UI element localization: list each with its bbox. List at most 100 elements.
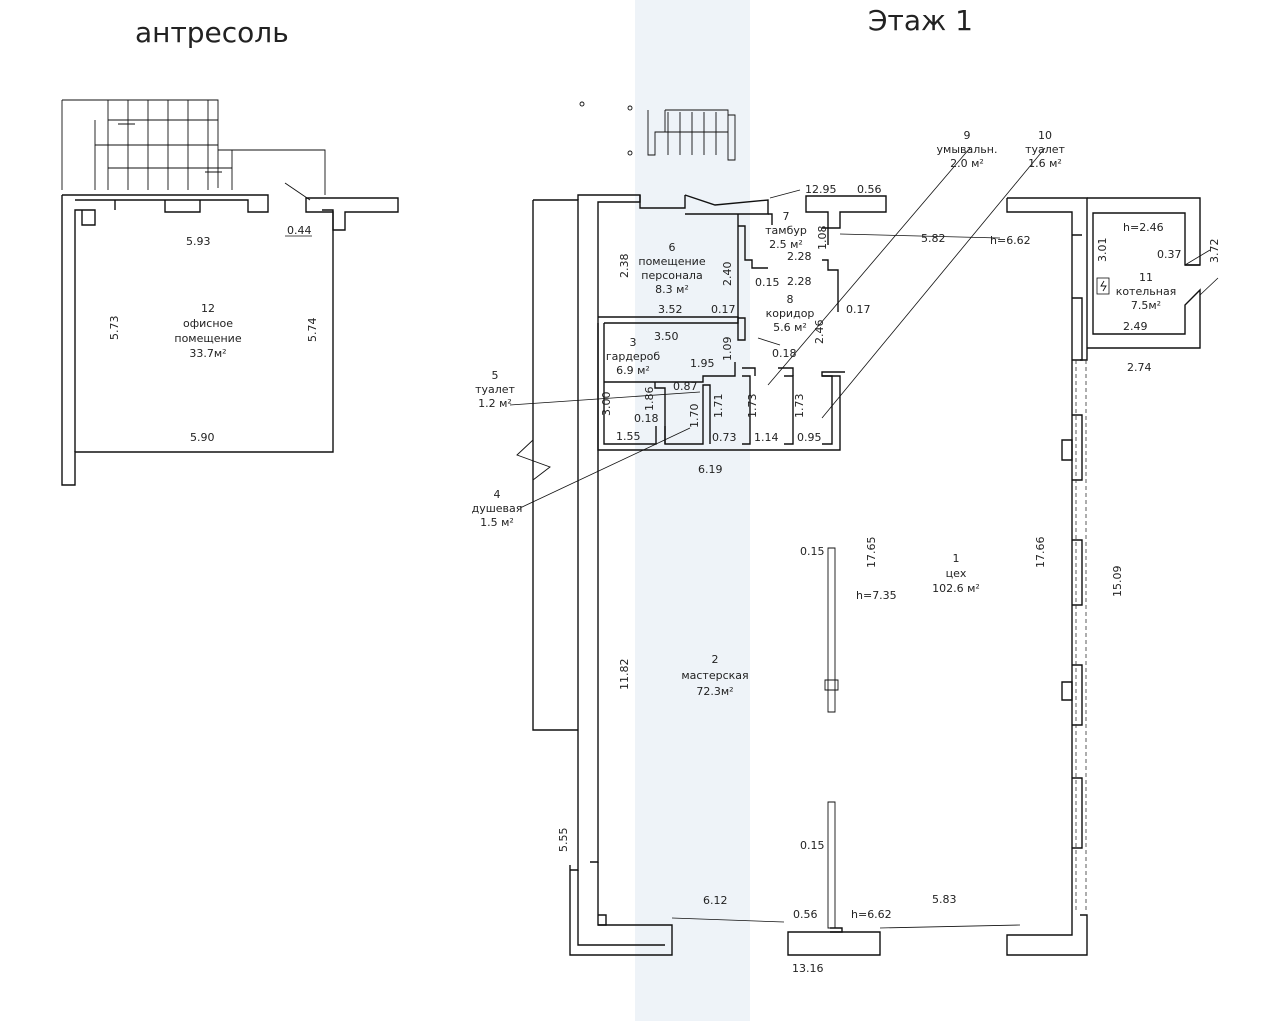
- svg-text:1.71: 1.71: [712, 394, 725, 419]
- svg-text:2.40: 2.40: [721, 262, 734, 287]
- svg-text:8.3 м²: 8.3 м²: [655, 283, 689, 296]
- svg-text:0.73: 0.73: [712, 431, 737, 444]
- svg-text:33.7м²: 33.7м²: [189, 347, 226, 360]
- svg-text:7: 7: [783, 210, 790, 223]
- svg-text:12: 12: [201, 302, 215, 315]
- svg-text:10: 10: [1038, 129, 1052, 142]
- svg-text:1.70: 1.70: [688, 404, 701, 429]
- mezzanine-dim-height-left: 5.73: [108, 316, 121, 341]
- svg-text:0.15: 0.15: [800, 839, 825, 852]
- room-6-label: 6 помещение персонала 8.3 м²: [638, 241, 705, 296]
- hall-partitions: [824, 547, 839, 929]
- svg-text:11.82: 11.82: [618, 659, 631, 691]
- svg-text:персонала: персонала: [641, 269, 702, 282]
- svg-text:2.38: 2.38: [618, 254, 631, 279]
- svg-text:h=6.62: h=6.62: [851, 908, 892, 921]
- svg-text:102.6 м²: 102.6 м²: [932, 582, 980, 595]
- room-4-label: 4 душевая 1.5 м²: [472, 488, 523, 529]
- svg-text:13.16: 13.16: [792, 962, 824, 975]
- svg-text:3.01: 3.01: [1096, 238, 1109, 263]
- svg-text:1.73: 1.73: [793, 394, 806, 419]
- svg-text:5.83: 5.83: [932, 893, 957, 906]
- svg-text:тамбур: тамбур: [765, 224, 807, 237]
- svg-text:туалет: туалет: [475, 383, 515, 396]
- floor-title: Этаж 1: [868, 4, 973, 37]
- boiler-electric-panel: [1096, 277, 1110, 295]
- svg-text:туалет: туалет: [1025, 143, 1065, 156]
- svg-text:офисное: офисное: [183, 317, 233, 330]
- mezzanine-dim-wall: 0.44: [287, 224, 312, 237]
- svg-text:3: 3: [630, 336, 637, 349]
- svg-text:1: 1: [953, 552, 960, 565]
- room-9-label: 9 умывальн. 2.0 м²: [937, 129, 998, 170]
- svg-text:3.72: 3.72: [1208, 239, 1221, 264]
- svg-text:помещение: помещение: [638, 255, 705, 268]
- svg-text:4: 4: [494, 488, 501, 501]
- room-8-label: 8 коридор 5.6 м²: [766, 293, 815, 334]
- svg-text:15.09: 15.09: [1111, 566, 1124, 598]
- sheet-fold-shade: [635, 0, 750, 1021]
- leader-lines: [509, 147, 1046, 929]
- svg-text:1.6 м²: 1.6 м²: [1028, 157, 1062, 170]
- svg-text:1.14: 1.14: [754, 431, 779, 444]
- room-10-label: 10 туалет 1.6 м²: [1025, 129, 1065, 170]
- svg-text:17.66: 17.66: [1034, 537, 1047, 569]
- svg-text:5.82: 5.82: [921, 232, 946, 245]
- svg-text:котельная: котельная: [1116, 285, 1177, 298]
- svg-text:5.55: 5.55: [557, 828, 570, 853]
- svg-text:0.18: 0.18: [772, 347, 797, 360]
- room-5-label: 5 туалет 1.2 м²: [475, 369, 515, 410]
- room-12-label: 12 офисное помещение 33.7м²: [174, 302, 241, 360]
- svg-text:2.46: 2.46: [813, 320, 826, 345]
- svg-text:1.5 м²: 1.5 м²: [480, 516, 514, 529]
- svg-text:6.19: 6.19: [698, 463, 723, 476]
- svg-text:7.5м²: 7.5м²: [1131, 299, 1161, 312]
- svg-text:0.56: 0.56: [793, 908, 818, 921]
- svg-text:гардероб: гардероб: [606, 350, 661, 363]
- svg-text:0.87: 0.87: [673, 380, 698, 393]
- svg-text:0.17: 0.17: [846, 303, 871, 316]
- svg-text:3.50: 3.50: [654, 330, 679, 343]
- svg-text:2.28: 2.28: [787, 250, 812, 263]
- svg-text:2.49: 2.49: [1123, 320, 1148, 333]
- svg-text:0.18: 0.18: [634, 412, 659, 425]
- svg-text:9: 9: [964, 129, 971, 142]
- svg-text:1.86: 1.86: [643, 387, 656, 412]
- break-line: [516, 439, 551, 481]
- svg-text:0.15: 0.15: [800, 545, 825, 558]
- svg-text:помещение: помещение: [174, 332, 241, 345]
- svg-text:72.3м²: 72.3м²: [696, 685, 733, 698]
- mezzanine-title: антресоль: [135, 16, 289, 49]
- svg-text:h=2.46: h=2.46: [1123, 221, 1164, 234]
- svg-text:3.00: 3.00: [600, 392, 613, 417]
- svg-text:h=6.62: h=6.62: [990, 234, 1031, 247]
- svg-text:душевая: душевая: [472, 502, 523, 515]
- svg-text:6.12: 6.12: [703, 894, 728, 907]
- svg-text:1.55: 1.55: [616, 430, 641, 443]
- svg-text:2.5 м²: 2.5 м²: [769, 238, 803, 251]
- svg-text:1.73: 1.73: [746, 394, 759, 419]
- svg-text:8: 8: [787, 293, 794, 306]
- svg-text:11: 11: [1139, 271, 1153, 284]
- room-2-label: 2 мастерская 72.3м²: [681, 653, 748, 698]
- floor1-vertical-dimensions: 3.01 3.72 2.38 2.40 1.08 1.09 2.46 3.00 …: [557, 226, 1221, 853]
- mezzanine-staircase: [61, 99, 326, 201]
- svg-text:мастерская: мастерская: [681, 669, 748, 682]
- floor1-interior-walls: [597, 213, 845, 451]
- mezzanine-dim-height-right: 5.74: [306, 318, 319, 343]
- svg-text:5: 5: [492, 369, 499, 382]
- mezzanine-walls: [61, 194, 399, 486]
- mezzanine-dim-width-bottom: 5.90: [190, 431, 215, 444]
- svg-text:6: 6: [669, 241, 676, 254]
- svg-text:2: 2: [712, 653, 719, 666]
- boiler-leader: [1184, 249, 1219, 296]
- room-11-label: 11 котельная 7.5м²: [1116, 271, 1177, 312]
- mezzanine-dim-width-top: 5.93: [186, 235, 211, 248]
- svg-text:17.65: 17.65: [865, 537, 878, 569]
- floor1-exterior-walls: [532, 194, 1088, 956]
- svg-text:2.28: 2.28: [787, 275, 812, 288]
- svg-text:0.37: 0.37: [1157, 248, 1182, 261]
- mezzanine-plan: 5.93 5.90 5.73 5.74 0.44 12 офисное поме…: [61, 99, 399, 486]
- svg-text:1.09: 1.09: [721, 337, 734, 362]
